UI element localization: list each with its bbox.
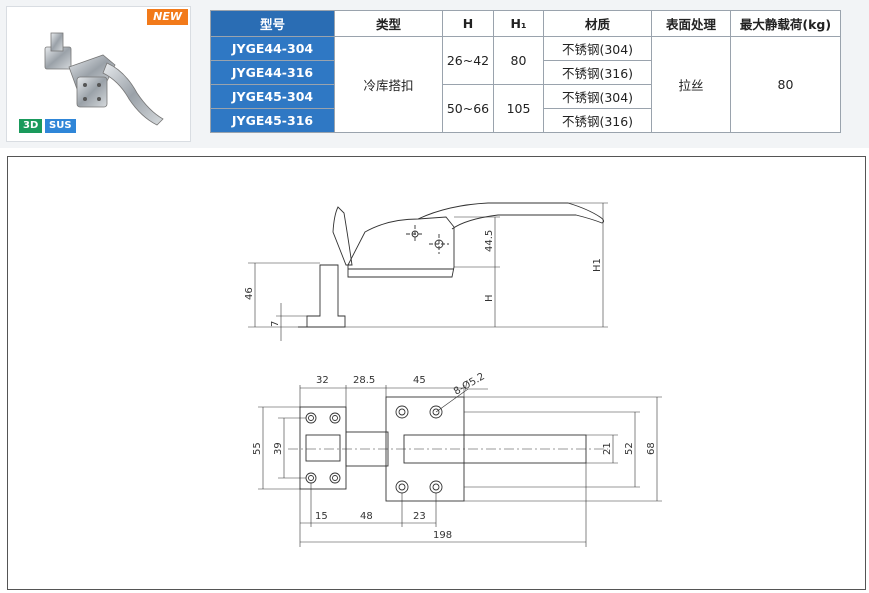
top-base-inner <box>305 434 341 462</box>
dim-holes-label: 8-Ø5.2 <box>452 370 487 397</box>
leader-line <box>435 388 469 413</box>
side-view: 46 7 44.5 H H1 <box>244 202 608 341</box>
dim-28-5-label: 28.5 <box>353 375 375 386</box>
max-load-cell: 80 <box>730 36 841 133</box>
sus-badge: SUS <box>45 119 76 133</box>
table-row: JYGE45-304 50~66 105 不锈钢(304) <box>210 84 841 133</box>
dim-198-label: 198 <box>433 530 452 541</box>
h1-cell: 80 <box>493 36 544 85</box>
side-hook-outline <box>332 206 353 266</box>
dim-21-label: 21 <box>602 442 613 455</box>
dim-55-label: 55 <box>252 442 263 455</box>
h-cell: 50~66 <box>442 84 494 133</box>
dim-46-label: 46 <box>244 287 255 300</box>
h-cell: 26~42 <box>442 36 494 85</box>
model-cell[interactable]: JYGE44-316 <box>210 60 335 85</box>
mount-hole <box>429 405 443 419</box>
col-header-h1: H₁ <box>493 10 544 37</box>
dim-15-label: 15 <box>315 511 328 522</box>
mount-hole <box>395 405 409 419</box>
material-cell: 不锈钢(304) <box>543 36 652 61</box>
table-row: JYGE44-304 冷库搭扣 26~42 80 不锈钢(304) 拉丝 80 <box>210 36 841 133</box>
technical-drawing-frame: 46 7 44.5 H H1 <box>7 156 866 590</box>
dim-48-label: 48 <box>360 511 373 522</box>
mount-hole <box>432 483 440 491</box>
mount-hole <box>429 480 443 494</box>
mount-hole <box>332 475 338 481</box>
latch-photo-image <box>44 32 164 126</box>
col-header-material: 材质 <box>543 10 652 37</box>
dim-45-label: 45 <box>413 375 426 386</box>
dim-23-label: 23 <box>413 511 426 522</box>
product-photo-card: NEW 3D SUS <box>6 6 191 142</box>
surface-cell: 拉丝 <box>651 36 731 133</box>
material-cell: 不锈钢(316) <box>543 60 652 85</box>
side-base-outline <box>298 264 346 328</box>
dim-44-5-label: 44.5 <box>484 230 495 252</box>
model-cell[interactable]: JYGE45-304 <box>210 84 335 109</box>
mount-hole <box>395 480 409 494</box>
mount-hole <box>305 412 317 424</box>
dim-7-label: 7 <box>270 321 281 327</box>
dim-52-label: 52 <box>624 442 635 455</box>
material-cell: 不锈钢(316) <box>543 108 652 133</box>
new-badge: NEW <box>147 9 188 25</box>
mount-hole <box>432 408 440 416</box>
col-header-surface: 表面处理 <box>651 10 731 37</box>
mount-hole <box>305 472 317 484</box>
dim-h1-label: H1 <box>592 258 603 272</box>
technical-drawing: 46 7 44.5 H H1 <box>244 202 662 547</box>
dim-39-label: 39 <box>273 442 284 455</box>
top-view: 32 28.5 45 8-Ø5.2 55 39 21 52 <box>252 370 662 547</box>
spec-table: 型号 类型 H H₁ 材质 表面处理 最大静载荷(kg) JYGE44-304 … <box>210 10 841 133</box>
h1-cell: 105 <box>493 84 544 133</box>
side-body-outline <box>347 216 455 278</box>
table-header-row: 型号 类型 H H₁ 材质 表面处理 最大静载荷(kg) <box>210 10 841 37</box>
table-row: JYGE44-316 不锈钢(316) <box>210 60 841 85</box>
mount-hole <box>329 412 341 424</box>
col-header-h: H <box>442 10 494 37</box>
mount-hole <box>308 475 314 481</box>
material-cell: 不锈钢(304) <box>543 84 652 109</box>
dim-68-label: 68 <box>646 442 657 455</box>
dim-32-label: 32 <box>316 375 329 386</box>
table-row: JYGE45-316 不锈钢(316) <box>210 108 841 133</box>
mount-hole <box>398 483 406 491</box>
mount-hole <box>398 408 406 416</box>
type-cell: 冷库搭扣 <box>334 36 443 133</box>
col-header-max-load: 最大静载荷(kg) <box>730 10 841 37</box>
top-base-plate <box>299 406 347 490</box>
mount-hole <box>332 415 338 421</box>
mount-hole <box>308 415 314 421</box>
col-header-type: 类型 <box>334 10 443 37</box>
col-header-model: 型号 <box>210 10 335 37</box>
mount-hole <box>329 472 341 484</box>
model-cell[interactable]: JYGE45-316 <box>210 108 335 133</box>
dim-h-label: H <box>484 294 495 302</box>
model-cell[interactable]: JYGE44-304 <box>210 36 335 61</box>
side-handle-outline <box>417 202 605 230</box>
3d-badge[interactable]: 3D <box>19 119 43 133</box>
